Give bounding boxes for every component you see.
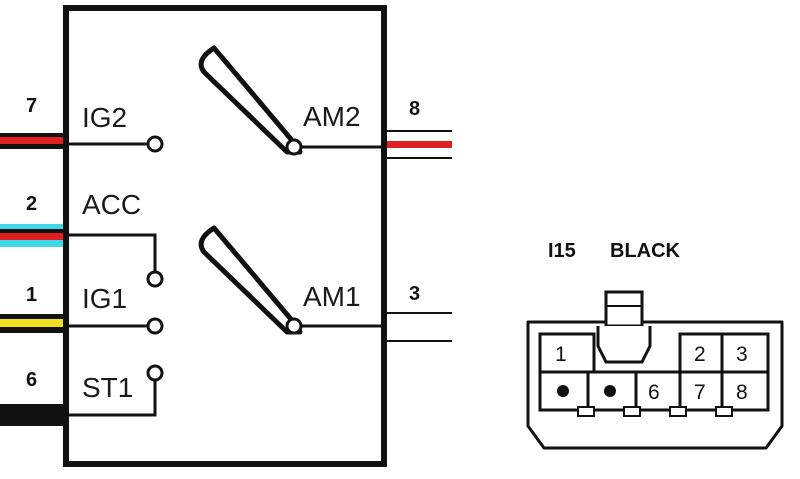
acc-lead (66, 233, 157, 271)
am2-wiper (198, 45, 303, 155)
ig1-contact (146, 317, 164, 335)
wire-acc-pin2 (0, 224, 66, 247)
cavity-label-2: 2 (694, 343, 706, 366)
cavity-label-6: 6 (648, 381, 660, 404)
st1-lead (66, 380, 157, 417)
pin-number-ig1: 1 (26, 284, 37, 306)
am2-pivot (285, 138, 303, 156)
pin-number-am1: 3 (409, 283, 420, 305)
label-ig2: IG2 (82, 102, 127, 133)
cavity-label-8: 8 (736, 381, 748, 404)
wire-ig2-pin7 (0, 133, 66, 149)
acc-contact (146, 270, 164, 288)
unused-cavity-dot (604, 385, 616, 397)
cavity-label-3: 3 (736, 343, 748, 366)
label-am2: AM2 (303, 101, 361, 132)
unused-cavity-dot (557, 385, 569, 397)
label-acc: ACC (82, 189, 141, 220)
label-am1: AM1 (303, 281, 361, 312)
label-ig1: IG1 (82, 283, 127, 314)
connector-color: BLACK (610, 240, 681, 262)
wire-am2-pin8 (384, 130, 452, 159)
label-st1: ST1 (82, 372, 133, 403)
pin-number-acc: 2 (26, 193, 37, 215)
pin-number-st1: 6 (26, 369, 37, 391)
wire-st1-pin6 (0, 404, 66, 426)
am1-wiper (198, 225, 303, 335)
pin-number-am2: 8 (409, 98, 420, 120)
st1-contact (146, 364, 164, 382)
connector-face (526, 290, 784, 450)
pin-number-ig2: 7 (26, 95, 37, 117)
wire-am1-pin3 (384, 312, 452, 342)
cavity-label-7: 7 (694, 381, 706, 404)
cavity-label-1: 1 (555, 343, 567, 366)
wire-ig1-pin1 (0, 314, 66, 333)
ig2-contact (146, 135, 164, 153)
connector-id: I15 (548, 240, 576, 262)
am1-pivot (285, 317, 303, 335)
